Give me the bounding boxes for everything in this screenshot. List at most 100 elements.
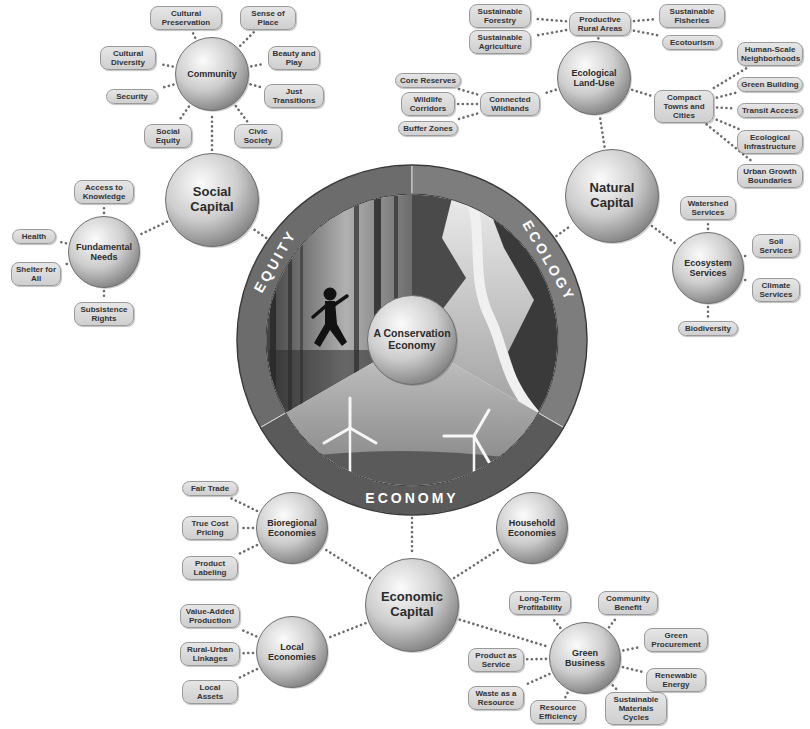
capital-circle: Natural Capital: [564, 148, 660, 244]
ring-band-group: [237, 165, 587, 515]
topic-pill: Sustainable Forestry: [469, 4, 531, 28]
sphere: [673, 233, 744, 304]
running-child-silhouette: [313, 288, 347, 348]
dotted-connector: [634, 31, 659, 36]
topic-pill: Community Benefit: [598, 591, 658, 615]
pill-label: Shelter for All: [15, 265, 57, 283]
dotted-connector: [178, 107, 189, 122]
topic-pill: Cultural Diversity: [100, 46, 156, 70]
pill-label: Waste as a Resource: [472, 689, 520, 707]
topic-pill: Renewable Energy: [646, 668, 706, 692]
theme-circle: Household Economies: [495, 491, 569, 565]
topic-pill: Social Equity: [144, 124, 192, 148]
circle-text-holder: Local Economies: [255, 615, 329, 689]
circle-text-holder: Bioregional Economies: [255, 491, 329, 565]
circle-label: Economic Capital: [370, 590, 454, 619]
pill-label: Ecological Infrastructure: [741, 133, 799, 151]
dotted-connector: [525, 674, 549, 685]
dotted-connector: [600, 118, 604, 147]
pill-label: Value-Added Production: [184, 607, 236, 625]
sphere: [497, 493, 568, 564]
topic-pill: Climate Services: [752, 278, 800, 302]
dotted-connector: [454, 549, 499, 578]
dotted-connector: [707, 223, 710, 229]
dotted-connector: [534, 19, 566, 22]
dotted-connector: [411, 518, 414, 555]
pill-label: Resource Efficiency: [534, 703, 582, 721]
pill-label: Soil Services: [756, 237, 796, 255]
dotted-connector: [632, 90, 651, 96]
topic-pill: Productive Rural Areas: [569, 12, 631, 36]
topic-pill: Core Reserves: [395, 73, 461, 88]
sphere: [176, 38, 249, 111]
pill-label: Sustainable Materials Cycles: [609, 695, 663, 722]
topic-pill: Connected Wildlands: [480, 92, 540, 116]
pill-label: Compact Towns and Cities: [658, 93, 710, 120]
pill-label: Cultural Diversity: [104, 49, 152, 67]
dotted-connector: [460, 620, 548, 647]
dotted-connector: [211, 114, 214, 150]
dotted-connector: [745, 280, 749, 281]
theme-circle: Green Business: [548, 621, 622, 695]
dotted-connector: [59, 242, 66, 244]
dotted-connector: [139, 222, 167, 235]
ring-label-holder: ECONOMY: [365, 489, 458, 507]
topic-pill: Sense of Place: [240, 6, 296, 30]
dotted-connector: [159, 64, 173, 67]
sphere: [550, 623, 621, 694]
dotted-connector: [613, 685, 617, 689]
pill-label: Watershed Services: [684, 199, 732, 217]
topic-pill: Green Building: [737, 77, 803, 92]
capital-circle: Social Capital: [164, 152, 260, 248]
ring-label: ECONOMY: [365, 490, 458, 506]
theme-circle: Ecological Land-Use: [556, 40, 632, 116]
topic-pill: Wildlife Corridors: [401, 92, 455, 116]
dotted-connector: [556, 225, 571, 236]
dotted-connector: [717, 106, 734, 109]
center-circle: A Conservation Economy: [366, 294, 458, 386]
pill-label: Climate Services: [756, 281, 796, 299]
topic-pill: Waste as a Resource: [468, 686, 524, 710]
sphere: [69, 217, 140, 288]
circle-label: Ecological Land-Use: [561, 68, 628, 88]
topic-pill: Rural-Urban Linkages: [180, 642, 240, 666]
sphere: [257, 617, 328, 688]
topic-pill: Human-Scale Neighborhoods: [737, 42, 803, 66]
pill-label: Subsistence Rights: [78, 305, 130, 323]
pill-label: Health: [16, 232, 52, 241]
dotted-connector: [240, 32, 254, 46]
pill-label: Social Equity: [148, 127, 188, 145]
circle-label: Fundamental Needs: [72, 242, 137, 262]
pill-label: Sustainable Agriculture: [473, 33, 527, 51]
ring-outer-edge: [237, 165, 587, 515]
pill-label: Community Benefit: [602, 594, 654, 612]
dotted-connector: [243, 652, 253, 655]
dotted-connector: [457, 88, 478, 94]
pill-label: Security: [110, 92, 154, 101]
dotted-connector: [228, 497, 257, 511]
dotted-connector: [623, 647, 641, 651]
topic-pill: Shelter for All: [11, 262, 61, 286]
pill-label: Wildlife Corridors: [405, 95, 451, 113]
topic-pill: Urban Growth Boundaries: [737, 164, 803, 188]
theme-circle: Local Economies: [255, 615, 329, 689]
pill-label: True Cost Pricing: [186, 519, 234, 537]
theme-circle: Bioregional Economies: [255, 491, 329, 565]
pill-label: Just Transitions: [268, 87, 320, 105]
circle-text-holder: A Conservation Economy: [366, 294, 458, 386]
topic-pill: True Cost Pricing: [182, 516, 238, 540]
ring-sector: [412, 165, 587, 428]
topic-pill: Watershed Services: [680, 196, 736, 220]
sphere: [368, 296, 457, 385]
pill-label: Sense of Place: [244, 9, 292, 27]
topic-pill: Beauty and Play: [268, 46, 320, 70]
topic-pill: Access to Knowledge: [74, 180, 134, 204]
topic-pill: Sustainable Materials Cycles: [605, 692, 667, 725]
pill-label: Civic Society: [238, 127, 278, 145]
dotted-connector: [652, 226, 677, 245]
dotted-connector: [240, 629, 256, 636]
dotted-connector: [623, 667, 643, 672]
dotted-connector: [458, 103, 477, 106]
